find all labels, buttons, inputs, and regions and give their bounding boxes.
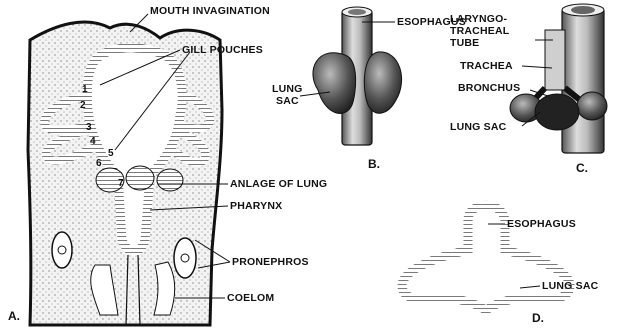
lung-anlage: [96, 166, 183, 192]
label-laryngo: LARYNGO-: [450, 13, 508, 25]
label-tube: TUBE: [450, 37, 479, 49]
panel-a-section: MOUTH INVAGINATION GILL POUCHES ANLAGE O…: [8, 5, 327, 325]
label-mouth-invagination: MOUTH INVAGINATION: [150, 5, 270, 17]
label-lung-sac-d: LUNG SAC: [542, 280, 599, 292]
pouch-number-3: 3: [86, 122, 92, 133]
pouch-number-5: 5: [108, 148, 114, 159]
label-pharynx: PHARYNX: [230, 200, 282, 212]
label-tracheal: TRACHEAL: [450, 25, 510, 37]
panel-letter-d: D.: [532, 311, 544, 325]
pouch-number-7: 7: [118, 178, 124, 189]
label-anlage-of-lung: ANLAGE OF LUNG: [230, 178, 327, 190]
panel-letter-b: B.: [368, 157, 380, 171]
label-lung-b: LUNG: [272, 83, 303, 95]
panel-letter-c: C.: [576, 161, 588, 175]
label-lung-sac-c: LUNG SAC: [450, 121, 507, 133]
panel-b-drawing: ESOPHAGUS LUNG SAC B.: [272, 7, 466, 171]
pouch-number-1: 1: [82, 84, 88, 95]
panel-c-drawing: LARYNGO- TRACHEAL TUBE TRACHEA BRONCHUS …: [450, 4, 607, 175]
label-esophagus-d: ESOPHAGUS: [507, 218, 576, 230]
label-bronchus: BRONCHUS: [458, 82, 520, 94]
label-pronephros: PRONEPHROS: [232, 256, 309, 268]
label-trachea: TRACHEA: [460, 60, 513, 72]
pouch-number-2: 2: [80, 100, 86, 111]
pouch-number-6: 6: [96, 158, 102, 169]
label-coelom: COELOM: [227, 292, 274, 304]
panel-letter-a: A.: [8, 309, 20, 323]
pouch-number-4: 4: [90, 136, 96, 147]
panel-d-section: ESOPHAGUS LUNG SAC D.: [402, 205, 599, 325]
label-gill-pouches: GILL POUCHES: [182, 44, 263, 56]
label-sac-b: SAC: [276, 95, 299, 107]
